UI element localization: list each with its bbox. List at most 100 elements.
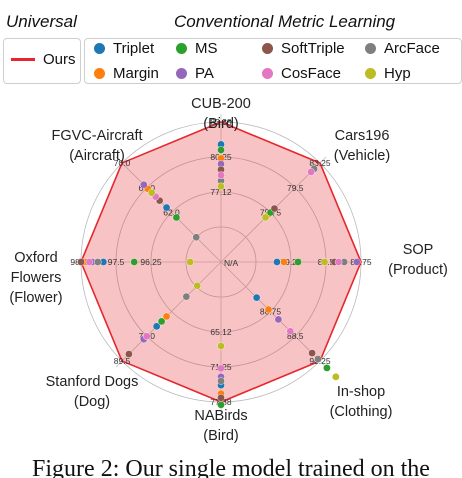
tick-label: 70.0: [114, 158, 131, 168]
legend-swatch-arcface: [365, 43, 376, 54]
point-triplet: [152, 322, 161, 331]
legend-item-pa: PA: [176, 65, 214, 82]
legend: Universal Conventional Metric Learning O…: [0, 0, 462, 92]
tick-label: 83.38: [210, 117, 232, 127]
axis-label: SOP: [403, 242, 434, 258]
tick-label: 77.12: [210, 187, 232, 197]
legend-swatch-triplet: [94, 43, 105, 54]
radar-chart: N/A77.1280.2583.3875.7579.583.2579.2581.…: [9, 96, 447, 444]
legend-item-ours: Ours: [11, 51, 76, 68]
axis-label: Stanford Dogs: [46, 374, 139, 390]
legend-item-arcface: ArcFace: [365, 40, 440, 57]
point-softtriple: [270, 204, 279, 213]
axis-label: (Dog): [74, 394, 110, 410]
axis-label: In-shop: [337, 384, 385, 400]
legend-label: PA: [195, 65, 214, 82]
point-arcface: [217, 377, 225, 385]
tick-label: 96.25: [140, 257, 162, 267]
point-cosface: [217, 364, 225, 373]
axis-label: (Product): [388, 262, 448, 278]
point-triplet: [273, 258, 281, 266]
axis-label: (Clothing): [330, 404, 393, 420]
axis-label: (Bird): [203, 428, 238, 444]
legend-item-softtriple: SoftTriple: [262, 40, 345, 57]
point-hyp: [261, 213, 270, 222]
point-margin: [264, 305, 273, 314]
legend-swatch-margin: [94, 68, 105, 79]
tick-label: 62.0: [163, 208, 180, 218]
point-margin: [162, 312, 171, 321]
axis-label: NABirds: [194, 408, 247, 424]
axis-label: (Flower): [9, 290, 62, 306]
tick-label: 79.25: [280, 257, 302, 267]
point-softtriple: [308, 349, 316, 357]
point-ms: [172, 213, 181, 222]
axis-labels: CUB-200 (Bird) Cars196 (Vehicle) SOP (Product…: [9, 96, 447, 444]
point-cosface: [85, 258, 94, 266]
axis-label: FGVC-Aircraft: [51, 128, 142, 144]
point-pa: [139, 180, 148, 189]
point-arcface: [192, 233, 201, 242]
legend-universal-title: Universal: [6, 12, 77, 31]
point-ms: [294, 258, 302, 266]
point-softtriple: [125, 350, 133, 358]
legend-item-margin: Margin: [94, 65, 159, 82]
legend-label: Triplet: [113, 40, 155, 57]
axis-label: (Vehicle): [334, 148, 390, 164]
tick-label: 88.5: [287, 331, 304, 341]
grid-spoke: [220, 261, 327, 368]
legend-label: SoftTriple: [281, 40, 345, 57]
legend-label: Margin: [113, 65, 159, 82]
point-cosface: [307, 168, 315, 176]
point-cosface: [217, 171, 225, 179]
point-triplet: [252, 293, 261, 302]
point-hyp: [320, 258, 329, 266]
tick-label: 79.5: [287, 183, 304, 193]
point-hyp: [217, 182, 225, 191]
tick-label: 89.5: [114, 356, 131, 366]
legend-item-cosface: CosFace: [262, 65, 341, 82]
legend-label: ArcFace: [384, 40, 440, 57]
point-hyp: [186, 258, 194, 266]
legend-item-ms: MS: [176, 40, 218, 57]
legend-ours-label: Ours: [43, 51, 76, 68]
legend-swatch-pa: [176, 68, 187, 79]
point-hyp: [193, 281, 202, 290]
point-softtriple: [77, 258, 85, 266]
point-arcface: [94, 258, 102, 266]
tick-label: 97.5: [108, 257, 125, 267]
point-cosface: [286, 327, 295, 336]
legend-item-triplet: Triplet: [94, 40, 154, 57]
axis-label: CUB-200: [191, 96, 251, 112]
point-arcface: [314, 355, 322, 363]
axis-label: Flowers: [11, 270, 62, 286]
axis-label: Cars196: [335, 128, 390, 144]
legend-swatch-softtriple: [262, 43, 273, 54]
legend-label: MS: [195, 40, 218, 57]
legend-swatch-hyp: [365, 68, 376, 79]
legend-conventional-title: Conventional Metric Learning: [174, 12, 396, 31]
point-softtriple: [217, 393, 225, 402]
method-points: [77, 140, 361, 409]
point-pa: [274, 315, 283, 324]
point-hyp: [147, 188, 156, 197]
figure-caption: Figure 2: Our single model trained on th…: [32, 456, 430, 478]
legend-label: Hyp: [384, 65, 411, 82]
legend-swatch-cosface: [262, 68, 273, 79]
point-arcface: [182, 292, 191, 301]
point-ms: [130, 258, 138, 266]
point-ms: [157, 317, 166, 326]
point-margin: [280, 258, 288, 266]
point-triplet: [162, 203, 171, 212]
point-ms: [323, 364, 331, 372]
point-cosface: [142, 332, 151, 341]
point-cosface: [334, 258, 343, 266]
tick-label: 83.25: [309, 158, 331, 168]
point-hyp: [217, 342, 225, 350]
legend-item-hyp: Hyp: [365, 65, 411, 82]
tick-label: 83.75: [350, 257, 372, 267]
axis-label: (Bird): [203, 116, 238, 132]
point-ms: [217, 146, 225, 154]
ours-line-swatch: [11, 58, 35, 61]
tick-label: 65.12: [210, 327, 232, 337]
